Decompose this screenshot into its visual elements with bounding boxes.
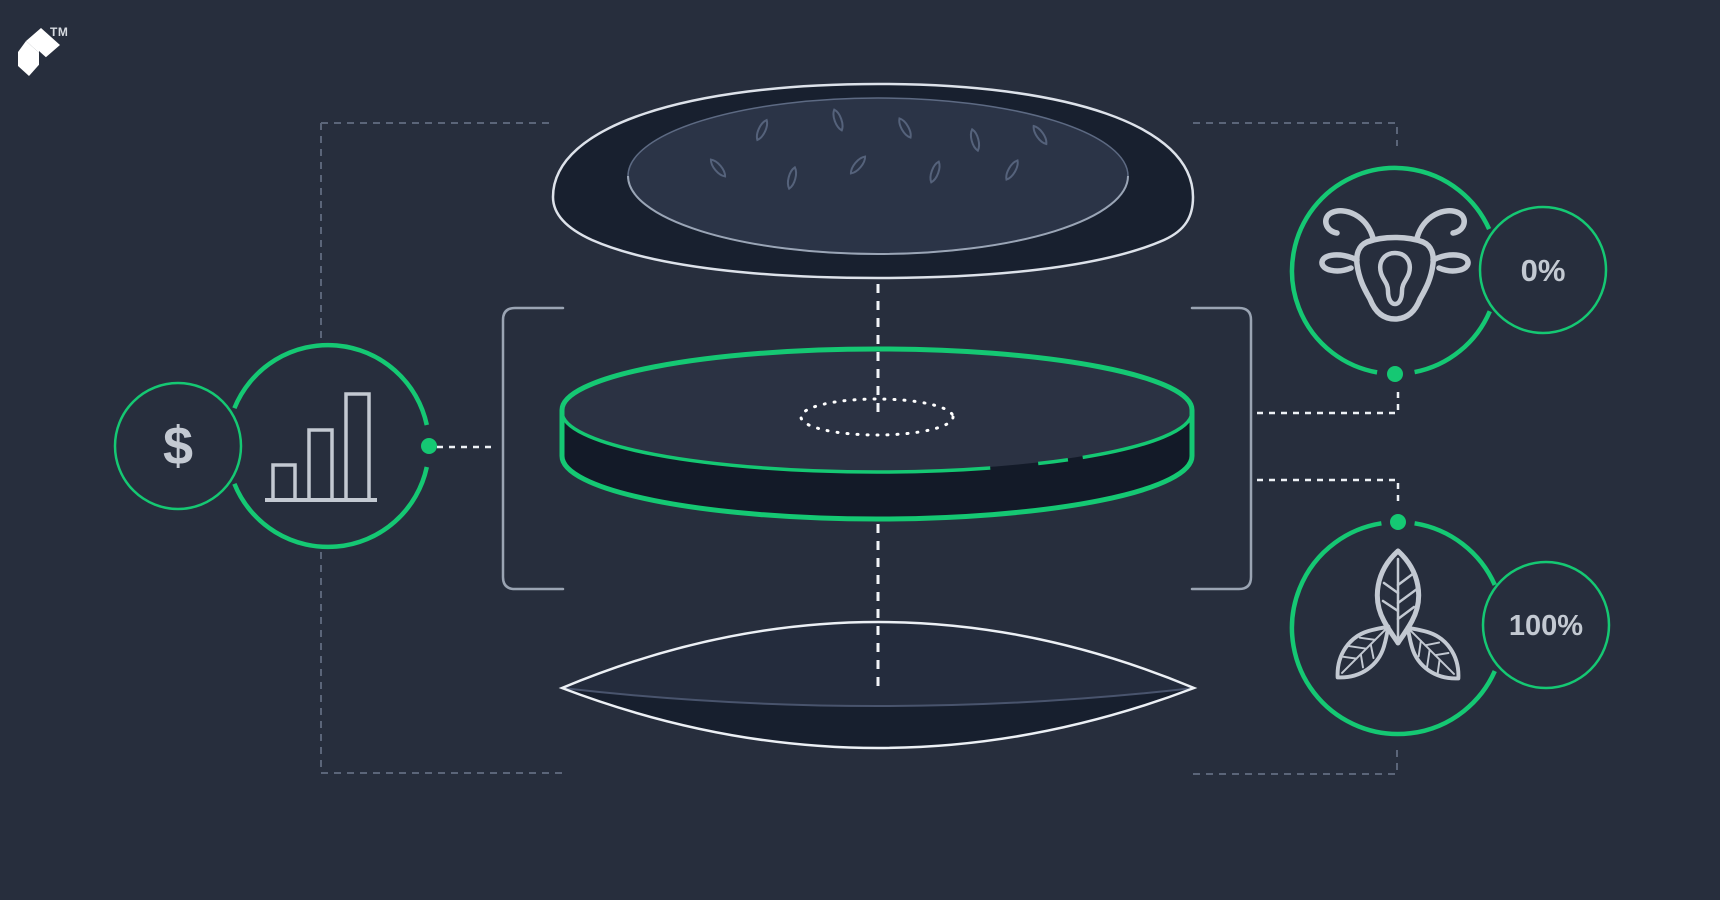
leaf-icon (1324, 551, 1472, 692)
patty-center-dotted-ellipse (799, 397, 955, 437)
trademark-label: TM (50, 25, 69, 39)
plant-pct-circle (1481, 560, 1611, 690)
growth-callout (113, 342, 437, 550)
plant-callout (1289, 514, 1611, 737)
bull-icon (1319, 208, 1471, 322)
connector-dot (421, 438, 437, 454)
dashed-frame (320, 122, 1398, 775)
bar-chart-icon (265, 392, 377, 502)
top-bun (551, 82, 1195, 280)
callout-connectors (437, 386, 1400, 506)
dollar-badge-circle (113, 381, 243, 511)
toptal-arrow-logo-icon (18, 28, 60, 76)
connector-dot (1387, 366, 1403, 382)
beef-callout (1289, 165, 1608, 382)
connector-dot (1390, 514, 1406, 530)
patty-brackets (501, 306, 1253, 591)
beef-pct-circle (1478, 205, 1608, 335)
